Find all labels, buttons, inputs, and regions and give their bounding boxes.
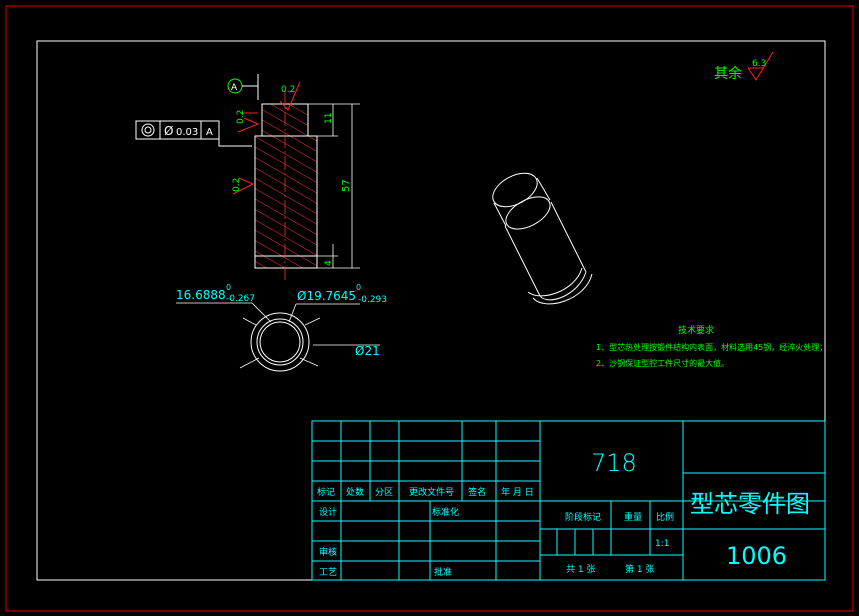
- part-section-hatched: [254, 103, 318, 269]
- fcf-dia-symbol: Ø: [164, 124, 173, 138]
- tb-weight: 重量: [624, 511, 642, 523]
- roughness-label-c: 0.2: [232, 178, 242, 192]
- tb-header-sign: 签名: [468, 486, 486, 498]
- tb-check: 审核: [319, 546, 337, 558]
- isometric-view: [492, 172, 593, 305]
- tb-sheet-no: 第 1 张: [625, 563, 654, 575]
- feature-control-frame: Ø 0.03 A: [135, 120, 252, 147]
- dim-top-dia-value: 16.6888: [176, 288, 226, 302]
- dim-top-dia-upper: 0: [226, 283, 231, 292]
- dim-4: 4: [324, 260, 334, 266]
- tb-sheets-total: 共 1 张: [566, 564, 595, 575]
- tb-header-date: 年 月 日: [501, 486, 534, 498]
- dim-outer-dia-lower: -0.293: [358, 295, 387, 305]
- dim-outer-dia-value: Ø19.7645: [297, 289, 356, 303]
- fcf-tolerance: 0.03: [176, 127, 198, 138]
- tb-drawing-number: 1006: [726, 542, 787, 570]
- roughness-note-value: 6.3: [752, 59, 766, 69]
- tb-process: 工艺: [319, 567, 337, 578]
- fcf-datum: A: [206, 127, 213, 138]
- dim-outer-dia-upper: 0: [356, 283, 361, 292]
- datum-a-label: A: [231, 83, 238, 93]
- roughness-note-label: 其余: [714, 65, 742, 82]
- tb-design: 设计: [319, 506, 337, 518]
- outer-border: [5, 5, 854, 612]
- tech-req-line-1: 1、型芯热处理按锻件结构内表面，材料选用45钢，经淬火处理；: [596, 342, 827, 352]
- dim-57: 57: [341, 179, 352, 192]
- title-block: [311, 420, 826, 581]
- tb-material: 718: [591, 449, 637, 477]
- tech-req-title: 技术要求: [678, 324, 714, 336]
- tb-scale-label: 比例: [656, 511, 674, 523]
- dim-top-dia-lower: -0.267: [226, 294, 255, 304]
- tb-header-count: 处数: [346, 486, 364, 498]
- tb-header-mark: 标记: [317, 486, 335, 498]
- tb-approve: 批准: [434, 566, 452, 578]
- tb-header-zone: 分区: [375, 487, 393, 498]
- roughness-label-b: 0.2: [236, 110, 246, 124]
- tb-header-docno: 更改文件号: [409, 486, 454, 498]
- tb-standardization: 标准化: [432, 506, 459, 518]
- concentricity-icon: [141, 123, 155, 137]
- roughness-label-a: 0.2: [281, 85, 295, 95]
- roughness-symbol-icon: [747, 51, 774, 81]
- tb-stage-mark: 阶段标记: [565, 511, 601, 523]
- dim-11: 11: [324, 113, 334, 124]
- end-view: 16.6888 0 -0.267 Ø19.7645 0 -0.293 Ø21: [176, 283, 387, 372]
- tb-scale-value: 1:1: [655, 539, 669, 549]
- tb-part-name: 型芯零件图: [690, 490, 810, 518]
- tech-req-line-2: 2、沙钢保证型腔工件尺寸的最大值。: [596, 358, 729, 368]
- section-view: A Ø 0.03 A 0.2 0.2 0.2: [135, 74, 360, 282]
- dim-dia21: Ø21: [355, 344, 380, 358]
